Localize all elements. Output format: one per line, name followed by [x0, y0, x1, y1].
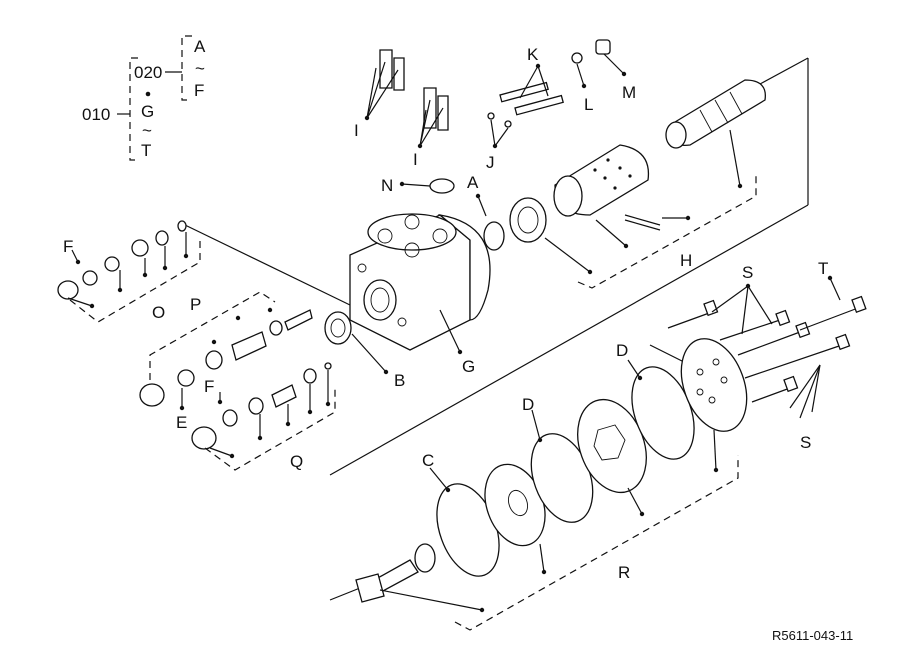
group-bracket: 020 010 A ~ F G ~ T: [82, 35, 206, 161]
range-label-f: F: [194, 81, 204, 100]
plug-m: [595, 39, 611, 55]
ball-j2: [504, 120, 512, 128]
callout-l: L: [584, 95, 593, 114]
group-q-box: [204, 388, 336, 471]
callout-j: J: [486, 153, 495, 172]
callout-f-2: F: [204, 377, 214, 396]
callout-c: C: [422, 451, 434, 470]
spool-shaft: [665, 79, 766, 149]
group-p-box: [149, 291, 276, 380]
callout-labels: F O P F E Q B G A N I I J K L M H C D D …: [63, 45, 828, 582]
callout-h: H: [680, 251, 692, 270]
relief-valve-o: [57, 220, 187, 300]
callout-f-1: F: [63, 237, 73, 256]
group-code-020: 020: [134, 63, 162, 82]
callout-g: G: [462, 357, 475, 376]
assembly-axis-lines: [184, 57, 809, 601]
callout-a: A: [467, 173, 479, 192]
callout-e: E: [176, 413, 187, 432]
cap-screw-t: [799, 295, 867, 331]
callout-o: O: [152, 303, 165, 322]
relief-valve-p: [139, 309, 313, 407]
callout-i-2: I: [413, 150, 418, 169]
centering-springs: [379, 49, 449, 131]
callout-s-2: S: [800, 433, 811, 452]
o-ring-b: [324, 311, 352, 345]
group-h-box: [577, 172, 757, 289]
ball-l: [571, 52, 583, 64]
callout-m: M: [622, 83, 636, 102]
ball-j1: [487, 112, 495, 120]
drive-shaft: [355, 543, 436, 603]
callout-b: B: [394, 371, 405, 390]
plug-n: [429, 178, 455, 194]
leader-lines: [67, 53, 841, 613]
range-label-tilde-2: ~: [142, 121, 152, 140]
range-label-a: A: [194, 37, 206, 56]
callout-r: R: [618, 563, 630, 582]
callout-s-1: S: [742, 263, 753, 282]
range-label-tilde-1: ~: [195, 59, 205, 78]
callout-k: K: [527, 45, 539, 64]
relief-valve-q: [191, 362, 332, 450]
callout-p: P: [190, 295, 201, 314]
seal-washer: [509, 197, 547, 243]
callout-d-2: D: [616, 341, 628, 360]
group-r-box: [454, 455, 739, 631]
callout-n: N: [381, 176, 393, 195]
cap-screws-s: [667, 299, 851, 403]
cross-pins: [499, 81, 564, 116]
reference-code: R5611-043-11: [772, 628, 853, 643]
end-cap: [680, 338, 748, 432]
group-code-010: 010: [82, 105, 110, 124]
group-o-box: [69, 240, 201, 323]
callout-q: Q: [290, 452, 303, 471]
valve-body: [349, 213, 491, 351]
o-ring-a: [483, 221, 505, 251]
spool-sleeve: [553, 144, 661, 231]
callout-i-1: I: [354, 121, 359, 140]
range-label-t: T: [141, 141, 151, 160]
range-label-g: G: [141, 102, 154, 121]
callout-t: T: [818, 259, 828, 278]
callout-d-1: D: [522, 395, 534, 414]
